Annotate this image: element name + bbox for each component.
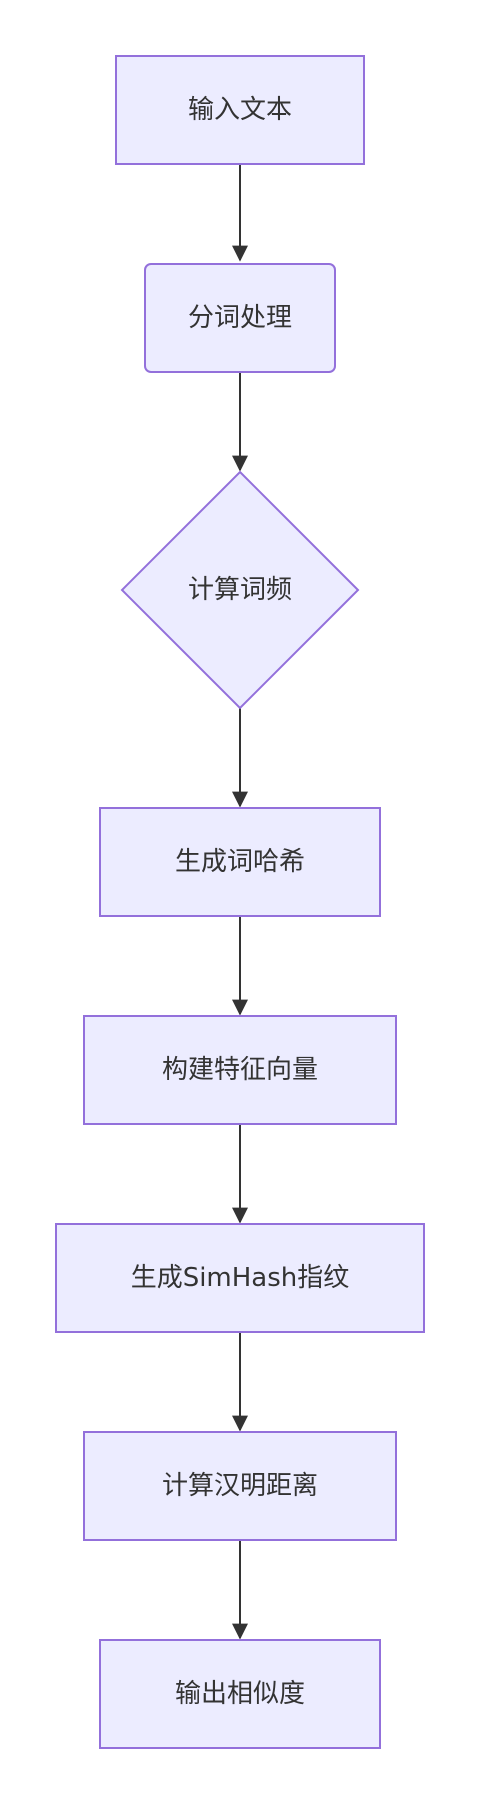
node-label-output-similarity: 输出相似度 (175, 1679, 305, 1709)
node-output-similarity: 输出相似度 (99, 1639, 381, 1749)
node-label-feature-vector: 构建特征向量 (162, 1055, 318, 1085)
node-label-word-hash: 生成词哈希 (175, 847, 305, 877)
node-word-frequency-decision: 计算词频 (120, 470, 360, 710)
node-label-tokenize: 分词处理 (188, 303, 292, 333)
node-simhash-fingerprint: 生成SimHash指纹 (55, 1223, 425, 1333)
node-tokenize: 分词处理 (144, 263, 336, 373)
nodes-group: 输入文本 分词处理 计算词频 生成词哈希 构建特征向量 生成SimHash指纹 … (55, 55, 425, 1749)
node-input-text: 输入文本 (115, 55, 365, 165)
node-feature-vector: 构建特征向量 (83, 1015, 397, 1125)
node-hamming-distance: 计算汉明距离 (83, 1431, 397, 1541)
node-word-hash: 生成词哈希 (99, 807, 381, 917)
node-label-simhash-fingerprint: 生成SimHash指纹 (131, 1263, 350, 1293)
node-label-hamming-distance: 计算汉明距离 (162, 1471, 318, 1501)
node-label-word-frequency: 计算词频 (188, 575, 292, 605)
node-label-input-text: 输入文本 (188, 95, 292, 125)
